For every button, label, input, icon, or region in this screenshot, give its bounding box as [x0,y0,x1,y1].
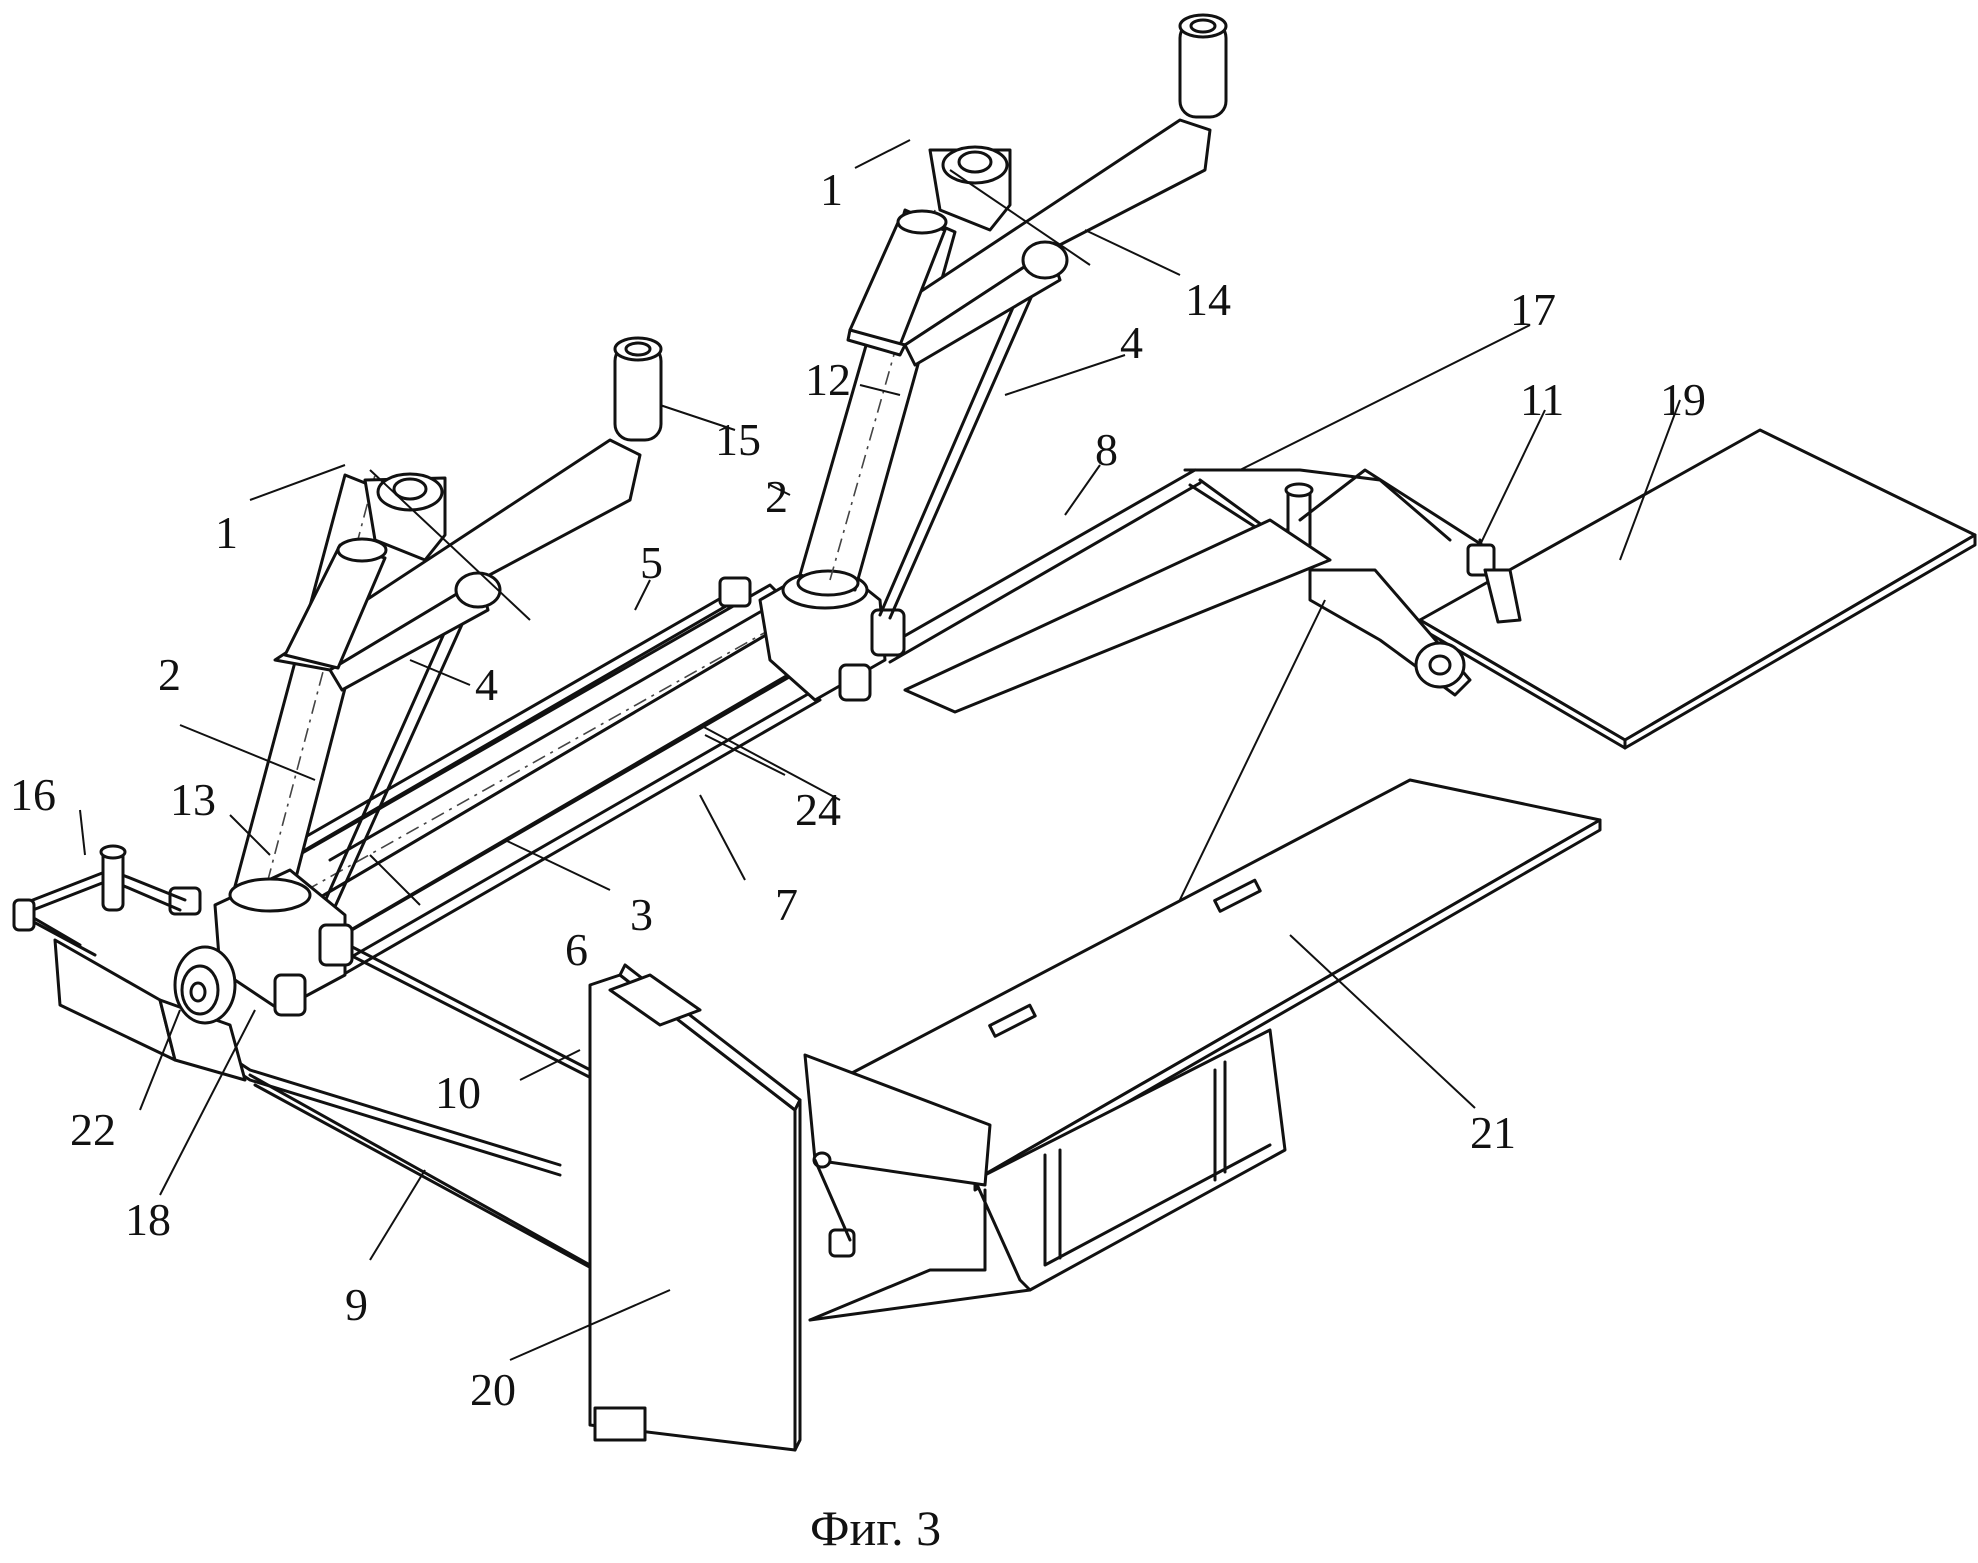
plate-21 [808,778,1602,1192]
plate-under-rod-8 [903,518,1332,714]
grip-left-inner [283,537,388,670]
grip-right-outer [1178,13,1228,119]
callout-20: 20 [470,1364,516,1415]
figure-caption: Фиг. 3 [810,1500,941,1556]
callout-4a: 4 [1120,317,1143,368]
hub-left [168,868,354,1017]
callout-18: 18 [125,1194,171,1245]
box-frame [803,1028,1287,1322]
frame-16 [12,844,187,957]
callout-8: 8 [1095,424,1118,475]
grip-left-outer [613,336,663,442]
callout-15: 15 [715,414,761,465]
callout-24: 24 [795,784,841,835]
rod-8 [878,468,1202,664]
callout-11: 11 [1520,374,1564,425]
callout-1b: 1 [215,507,238,558]
hub-right [718,558,906,702]
leader-lines [79,139,1681,1361]
callout-16: 16 [10,769,56,820]
wheel-22 [173,945,237,1025]
callout-10: 10 [435,1067,481,1118]
plate-20 [588,963,802,1452]
grip-right-inner [846,209,948,357]
callout-17: 17 [1510,284,1556,335]
callout-21: 21 [1470,1107,1516,1158]
rod-5 [298,588,742,852]
callout-14: 14 [1185,274,1231,325]
plate-19 [1418,428,1977,750]
callout-4b: 4 [475,659,498,710]
callout-13: 13 [170,774,216,825]
callout-19: 19 [1660,374,1706,425]
callout-1a: 1 [820,164,843,215]
callout-9: 9 [345,1279,368,1330]
callout-2b: 2 [158,649,181,700]
callout-5: 5 [640,537,663,588]
callout-2a: 2 [765,471,788,522]
arm-left-15 [273,438,642,692]
callout-12: 12 [805,354,851,405]
lever-arm-right [1308,568,1472,697]
rod-7 [318,688,822,987]
callout-6: 6 [565,924,588,975]
callout-7: 7 [775,879,798,930]
rod-6 [328,610,762,862]
callout-3: 3 [630,889,653,940]
base-plate-left [53,938,247,1082]
callout-22: 22 [70,1104,116,1155]
callouts: 1 1 14 17 4 12 11 19 15 8 2 5 4 2 24 16 … [10,164,1706,1415]
cable [1174,599,1326,911]
